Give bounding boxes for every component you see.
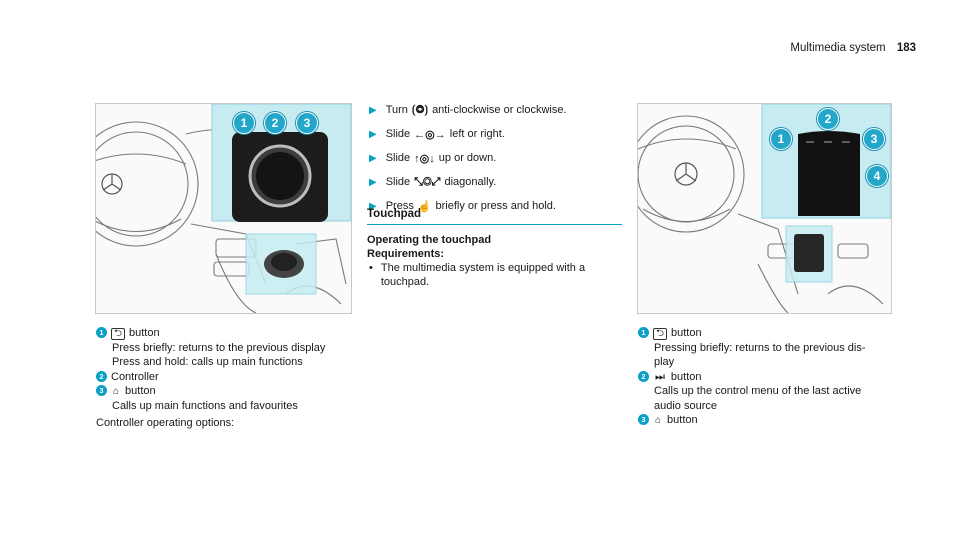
- step-arrow-icon: ▶: [369, 200, 377, 212]
- step-slide-diag: ▶Slide⤡◎⤢diagonally.: [369, 175, 497, 189]
- mercedes-star-icon: [674, 162, 698, 186]
- section-divider: [367, 224, 622, 225]
- callout-1: 1: [233, 112, 255, 134]
- legend-label: button: [671, 327, 702, 339]
- legend-desc: Calls up main functions and favourites: [112, 399, 298, 412]
- page-header: Multimedia system 183: [790, 42, 916, 54]
- cockpit-drawing: [96, 104, 351, 313]
- legend-badge: 3: [96, 385, 107, 396]
- controller-slide-lr-icon: ←◎→: [414, 128, 446, 141]
- legend-item-1: 1 ⮌button: [96, 326, 361, 341]
- legend-desc: audio source: [654, 399, 717, 412]
- bullet-icon: •: [369, 262, 373, 274]
- step-arrow-icon: ▶: [369, 104, 377, 116]
- back-key-icon: ⮌: [653, 328, 668, 340]
- controller-press-icon: ☝: [417, 200, 432, 213]
- step-arrow-icon: ▶: [369, 128, 377, 140]
- legend-item-3: 3 ⌂ button: [638, 413, 898, 428]
- step-press: ▶Press☝briefly or press and hold.: [369, 200, 556, 213]
- cockpit-drawing: [638, 104, 891, 313]
- legend-label: button: [667, 414, 698, 426]
- controller-slide-diag-icon: ⤡◎⤢: [414, 175, 441, 188]
- controller-illustration: 1 2 3: [95, 103, 352, 314]
- home-icon: ⌂: [113, 386, 120, 397]
- callout-1: 1: [770, 128, 792, 150]
- legend-label: Controller: [111, 370, 159, 383]
- step-turn: ▶Turn⟮◎⟯anti-clockwise or clockwise.: [369, 103, 567, 117]
- legend-desc: Press and hold: calls up main functions: [112, 356, 303, 368]
- back-key-icon: ⮌: [111, 328, 126, 340]
- step-slide-ud: ▶Slide↑◎↓up or down.: [369, 152, 497, 165]
- legend-item-1: 1 ⮌button: [638, 326, 898, 341]
- page-number: 183: [896, 42, 916, 54]
- legend-badge: 3: [638, 414, 649, 425]
- touchpad-illustration: 1 2 3 4: [637, 103, 892, 314]
- requirements-label: Requirements:: [367, 248, 445, 260]
- legend-label: button: [129, 327, 160, 339]
- step-arrow-icon: ▶: [369, 152, 377, 164]
- legend-desc: Press briefly: returns to the previous d…: [112, 341, 326, 354]
- legend-desc: Pressing briefly: returns to the previou…: [654, 341, 866, 354]
- right-legend: 1⮌button Pressing briefly: returns to th…: [638, 326, 898, 428]
- requirement-item: • The multimedia system is equipped with…: [369, 262, 586, 288]
- legend-label: button: [125, 385, 156, 397]
- step-slide-lr: ▶Slide←◎→left or right.: [369, 128, 505, 141]
- mercedes-star-icon: [101, 173, 123, 195]
- callout-3: 3: [863, 128, 885, 150]
- legend-desc: play: [654, 356, 675, 368]
- skip-forward-icon: ⏭: [655, 370, 665, 383]
- controller-slide-ud-icon: ↑◎↓: [414, 152, 435, 165]
- left-legend: 1⮌button Press briefly: returns to the p…: [96, 326, 361, 431]
- callout-2: 2: [817, 108, 839, 130]
- legend-label: button: [670, 370, 702, 383]
- callout-3: 3: [296, 112, 318, 134]
- step-arrow-icon: ▶: [369, 176, 377, 188]
- touchpad-section-title: Touchpad: [367, 208, 422, 220]
- controller-steps: ▶Turn⟮◎⟯anti-clockwise or clockwise. ▶Sl…: [367, 98, 622, 218]
- legend-badge: 2: [96, 370, 107, 382]
- legend-badge: 1: [96, 327, 107, 338]
- section-title: Multimedia system: [790, 42, 886, 54]
- callout-2: 2: [264, 112, 286, 134]
- controller-turn-icon: ⟮◎⟯: [411, 103, 429, 116]
- legend-badge: 2: [638, 370, 649, 382]
- touchpad-subtitle: Operating the touchpad: [367, 234, 492, 246]
- callout-4: 4: [866, 165, 888, 187]
- legend-item-2: 2 ⏭ button: [638, 370, 898, 385]
- controller-options-heading: Controller operating options:: [96, 417, 235, 429]
- home-icon: ⌂: [655, 415, 662, 426]
- legend-badge: 1: [638, 327, 649, 338]
- legend-item-3: 3 ⌂ button: [96, 384, 361, 399]
- legend-desc: Calls up the control menu of the last ac…: [654, 385, 862, 397]
- legend-item-2: 2 Controller: [96, 370, 361, 385]
- touchpad-section: Operating the touchpad Requirements: • T…: [367, 233, 622, 289]
